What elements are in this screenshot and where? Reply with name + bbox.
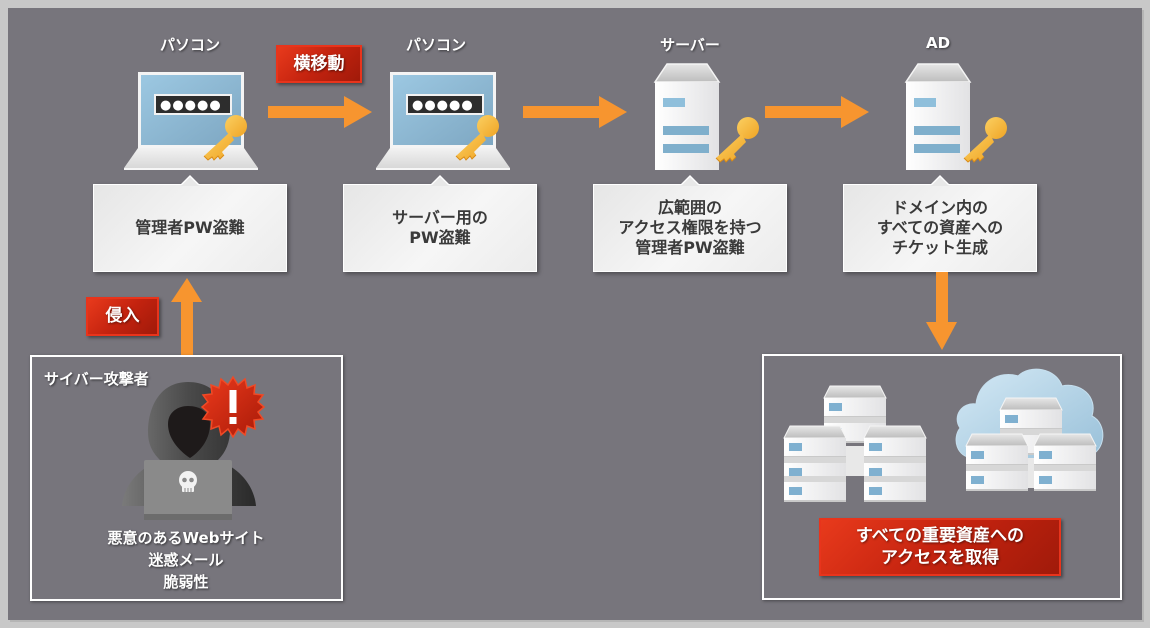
skull-icon <box>179 471 197 492</box>
node-title-pc-2: パソコン <box>405 36 466 54</box>
arrow-right-1 <box>268 96 372 128</box>
arrow-right-3 <box>765 96 869 128</box>
attack-vector-malicious-site: 悪意のあるWebサイト <box>107 529 265 547</box>
password-mask: ●●●●● <box>160 98 222 113</box>
critical-assets-box <box>762 354 1122 600</box>
callout-wide-access-pw-theft: 広範囲の アクセス権限を持つ 管理者PW盗難 <box>593 175 787 272</box>
key-icon <box>712 116 772 178</box>
key-icon <box>200 114 260 176</box>
arrow-up-intrusion <box>171 278 202 356</box>
node-title-pc-1: パソコン <box>159 36 220 54</box>
on-premise-servers-icon <box>783 385 934 502</box>
cloud-servers-icon <box>952 368 1112 498</box>
callout-server-pw-theft: サーバー用の PW盗難 <box>343 175 537 272</box>
key-icon <box>960 116 1020 178</box>
callout-admin-pw-theft: 管理者PW盗難 <box>93 175 287 272</box>
arrow-down <box>926 272 957 350</box>
attacker-box <box>30 355 343 601</box>
alert-burst-icon <box>200 375 266 439</box>
arrow-right-2 <box>523 96 627 128</box>
node-title-ad: AD <box>925 34 951 52</box>
access-acquired-tag: すべての重要資産への アクセスを取得 <box>819 518 1061 576</box>
intrusion-tag: 侵入 <box>86 297 159 336</box>
attack-vector-vulnerability: 脆弱性 <box>163 573 209 591</box>
attack-vector-spam-mail: 迷惑メール <box>148 551 224 569</box>
laptop-icon: ●●●●● <box>376 72 522 182</box>
callout-ticket-generation: ドメイン内の すべての資産への チケット生成 <box>843 175 1037 272</box>
lateral-movement-tag: 横移動 <box>276 45 362 83</box>
attacker-title: サイバー攻撃者 <box>44 370 149 388</box>
key-icon <box>452 114 512 176</box>
node-title-server: サーバー <box>660 36 720 54</box>
password-mask: ●●●●● <box>412 98 474 113</box>
laptop-icon: ●●●●● <box>124 72 270 182</box>
